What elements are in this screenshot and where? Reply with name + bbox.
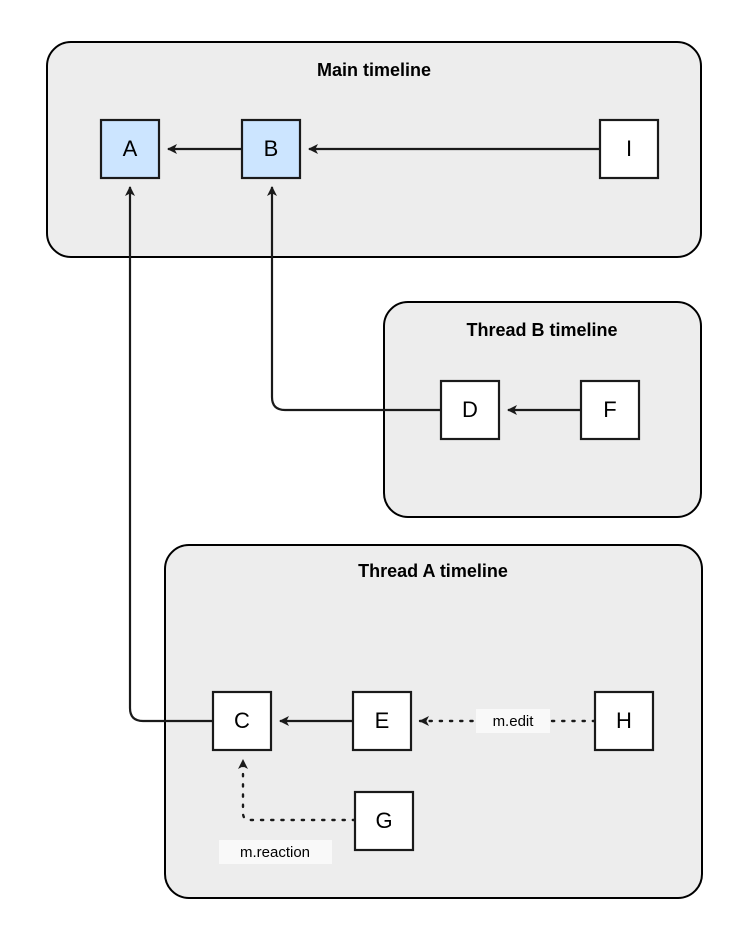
edge-d-to-b xyxy=(267,186,441,412)
node-f-box[interactable] xyxy=(579,379,641,441)
node-b-box[interactable] xyxy=(240,118,302,180)
node-e-box[interactable] xyxy=(351,690,413,752)
node-h[interactable]: H xyxy=(593,690,655,752)
node-f-label: F xyxy=(603,397,616,422)
edge-d-to-b-path xyxy=(267,186,441,412)
node-i-label: I xyxy=(626,136,632,161)
node-c[interactable]: C xyxy=(211,690,273,752)
node-g-label: G xyxy=(375,808,392,833)
node-g[interactable]: G xyxy=(353,790,415,852)
node-h-box[interactable] xyxy=(593,690,655,752)
node-a-box[interactable] xyxy=(99,118,161,180)
group-main-timeline-label: Main timeline xyxy=(317,60,431,80)
node-i[interactable]: I xyxy=(598,118,660,180)
node-f[interactable]: F xyxy=(579,379,641,441)
node-a[interactable]: A xyxy=(99,118,161,180)
edge-c-to-a-path xyxy=(125,186,213,723)
node-c-label: C xyxy=(234,708,250,733)
node-i-box[interactable] xyxy=(598,118,660,180)
edge-c-to-a xyxy=(125,186,213,723)
edge-g-to-c: m.reaction xyxy=(219,758,357,864)
group-thread-b-timeline-label: Thread B timeline xyxy=(466,320,617,340)
node-d[interactable]: D xyxy=(439,379,501,441)
edge-h-to-e-label-bg xyxy=(476,709,550,733)
node-e[interactable]: E xyxy=(351,690,413,752)
edge-g-to-c-path xyxy=(238,758,357,822)
edge-h-to-e: m.edit xyxy=(418,709,597,733)
node-b[interactable]: B xyxy=(240,118,302,180)
node-d-box[interactable] xyxy=(439,379,501,441)
edge-g-to-c-label-bg xyxy=(219,840,332,864)
node-g-box[interactable] xyxy=(353,790,415,852)
group-thread-a-timeline-label: Thread A timeline xyxy=(358,561,508,581)
node-h-label: H xyxy=(616,708,632,733)
node-e-label: E xyxy=(375,708,390,733)
edge-g-to-c-label: m.reaction xyxy=(240,844,310,861)
node-c-box[interactable] xyxy=(211,690,273,752)
node-a-label: A xyxy=(123,136,138,161)
node-d-label: D xyxy=(462,397,478,422)
edge-h-to-e-label: m.edit xyxy=(493,713,535,730)
node-b-label: B xyxy=(264,136,279,161)
